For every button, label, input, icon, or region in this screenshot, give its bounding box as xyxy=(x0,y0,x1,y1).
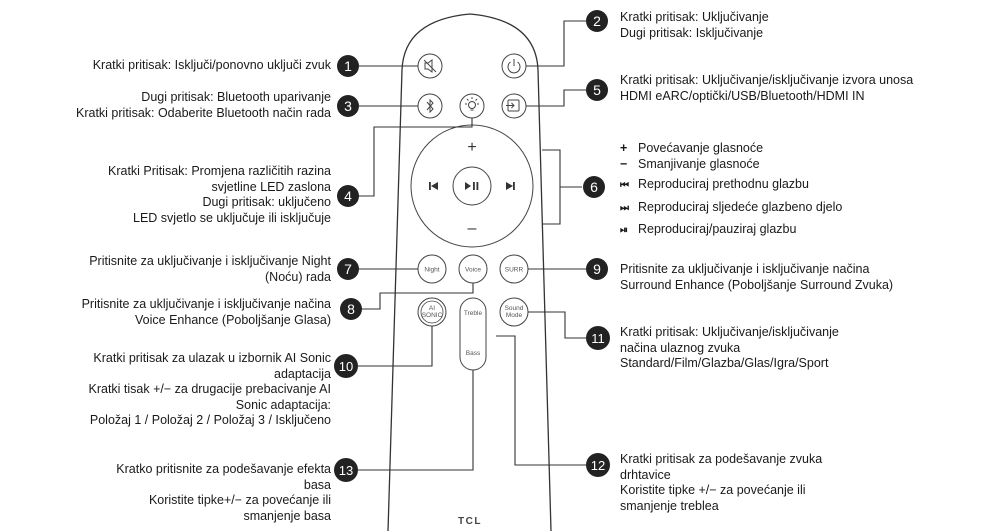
next-row: ⏭Reproduciraj sljedeće glazbeno djelo xyxy=(620,197,842,220)
treble-bass-rocker xyxy=(459,297,487,371)
power-icon xyxy=(507,59,521,74)
svg-text:12: 12 xyxy=(591,458,605,473)
bass-label: Bass xyxy=(466,350,481,357)
callout-marker-12: 12 xyxy=(586,453,610,477)
previous-track-icon: ⏮ xyxy=(620,180,629,191)
callout-2-text: Kratki pritisak: Uključivanje Dugi priti… xyxy=(620,10,769,40)
callout-marker-13: 13 xyxy=(334,458,358,482)
surr-button-label: SURR xyxy=(505,267,524,274)
sound-mode-label-2: Mode xyxy=(506,312,523,319)
bluetooth-icon xyxy=(426,98,434,114)
svg-text:9: 9 xyxy=(593,261,601,277)
callout-marker-3: 3 xyxy=(337,95,359,117)
callout-10-text: Kratki pritisak za ulazak u izbornik AI … xyxy=(88,351,332,427)
previous-track-icon xyxy=(429,182,438,190)
callout-marker-5: 5 xyxy=(586,79,608,101)
night-button-label: Night xyxy=(424,267,439,274)
callout-1-text: Kratki pritisak: Isključi/ponovno uključ… xyxy=(92,58,331,72)
previous-row: ⏮Reproduciraj prethodnu glazbu xyxy=(620,174,842,197)
svg-text:1: 1 xyxy=(344,58,352,74)
callout-marker-6: 6 xyxy=(583,176,605,198)
callout-8-text: Pritisnite za uključivanje i isključivan… xyxy=(81,297,331,327)
callout-marker-11: 11 xyxy=(586,326,610,350)
play-pause-row: ⏯Reproduciraj/pauziraj glazbu xyxy=(620,219,842,242)
svg-text:6: 6 xyxy=(590,179,598,195)
svg-text:5: 5 xyxy=(593,82,601,98)
callout-marker-1: 1 xyxy=(337,55,359,77)
callout-marker-4: 4 xyxy=(337,185,359,207)
callout-marker-2: 2 xyxy=(586,10,608,32)
mute-icon xyxy=(423,59,437,73)
tcl-logo: TCL xyxy=(458,516,482,527)
callout-11-text: Kratki pritisak: Uključivanje/isključiva… xyxy=(620,325,839,370)
svg-text:4: 4 xyxy=(344,188,352,204)
svg-text:11: 11 xyxy=(591,331,605,346)
svg-text:3: 3 xyxy=(344,98,352,114)
callout-marker-10: 10 xyxy=(334,354,358,378)
bulb-icon xyxy=(465,97,479,111)
callout-5-text: Kratki pritisak: Uključivanje/isključiva… xyxy=(620,73,914,103)
callout-6-list: +Povećavanje glasnoće −Smanjivanje glasn… xyxy=(620,138,842,242)
callout-9-text: Pritisnite za uključivanje i isključivan… xyxy=(620,262,894,292)
svg-text:2: 2 xyxy=(593,13,601,29)
plus-icon: + xyxy=(620,141,628,155)
play-pause-icon: ⏯ xyxy=(620,225,628,236)
callout-marker-7: 7 xyxy=(337,258,359,280)
volume-down-icon: – xyxy=(468,220,477,237)
play-pause-icon xyxy=(465,182,479,190)
voice-button-label: Voice xyxy=(465,267,481,274)
callout-3-text: Dugi pritisak: Bluetooth uparivanje Krat… xyxy=(76,90,331,120)
sound-mode-label-1: Sound xyxy=(505,305,524,312)
svg-text:10: 10 xyxy=(339,359,353,374)
callout-13-text: Kratko pritisnite za podešavanje efekta … xyxy=(116,462,331,523)
svg-text:8: 8 xyxy=(347,301,355,317)
callout-marker-9: 9 xyxy=(586,258,608,280)
callout-marker-8: 8 xyxy=(340,298,362,320)
callout-4-text: Kratki Pritisak: Promjena različitih raz… xyxy=(108,164,331,225)
volume-up-row: +Povećavanje glasnoće xyxy=(620,138,842,159)
play-pause-button xyxy=(452,166,492,206)
ai-sonic-label-1: AI xyxy=(429,305,435,312)
svg-text:13: 13 xyxy=(339,463,353,478)
minus-icon: − xyxy=(620,156,628,171)
next-track-icon xyxy=(506,182,515,190)
ai-sonic-label-2: SONIC xyxy=(422,312,443,319)
volume-up-icon: + xyxy=(467,139,476,156)
volume-down-row: −Smanjivanje glasnoće xyxy=(620,154,842,175)
svg-text:7: 7 xyxy=(344,261,352,277)
callout-7-text: Pritisnite za uključivanje i isključivan… xyxy=(89,254,331,284)
next-track-icon: ⏭ xyxy=(620,202,629,214)
treble-label: Treble xyxy=(464,310,483,317)
input-source-icon xyxy=(506,99,520,112)
callout-12-text: Kratki pritisak za podešavanje zvuka drh… xyxy=(620,452,823,513)
